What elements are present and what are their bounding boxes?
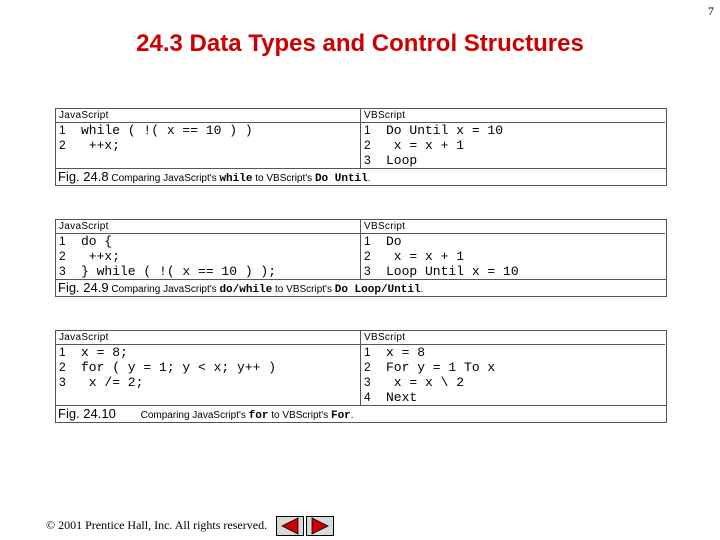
right-arrow-icon <box>306 516 334 536</box>
code-line: 2 x = x + 1 <box>364 138 465 153</box>
code-line: 3} while ( !( x == 10 ) ); <box>59 264 277 279</box>
copyright-notice: © 2001 Prentice Hall, Inc. All rights re… <box>46 518 268 532</box>
next-slide-button[interactable] <box>306 516 334 536</box>
figure-caption: Fig. 24.10 Comparing JavaScript's for to… <box>56 405 666 422</box>
javascript-header: JavaScript <box>56 220 360 234</box>
previous-slide-button[interactable] <box>276 516 304 536</box>
code-line: 3 x = x \ 2 <box>364 375 465 390</box>
vbscript-header: VBScript <box>361 109 665 123</box>
figure-caption: Fig. 24.9 Comparing JavaScript's do/whil… <box>56 279 666 296</box>
left-arrow-icon <box>276 516 304 536</box>
page-number: 7 <box>708 4 714 18</box>
code-line: 2 x = x + 1 <box>364 249 465 264</box>
code-line: 2 ++x; <box>59 138 121 153</box>
page-title: 24.3 Data Types and Control Structures <box>136 30 584 57</box>
javascript-header: JavaScript <box>56 331 360 345</box>
figure-caption: Fig. 24.8 Comparing JavaScript's while t… <box>56 168 666 185</box>
code-line: 2 ++x; <box>59 249 121 264</box>
code-line: 3 x /= 2; <box>59 375 144 390</box>
vbscript-header: VBScript <box>361 220 665 234</box>
vbscript-header: VBScript <box>361 331 665 345</box>
javascript-header: JavaScript <box>56 109 360 123</box>
